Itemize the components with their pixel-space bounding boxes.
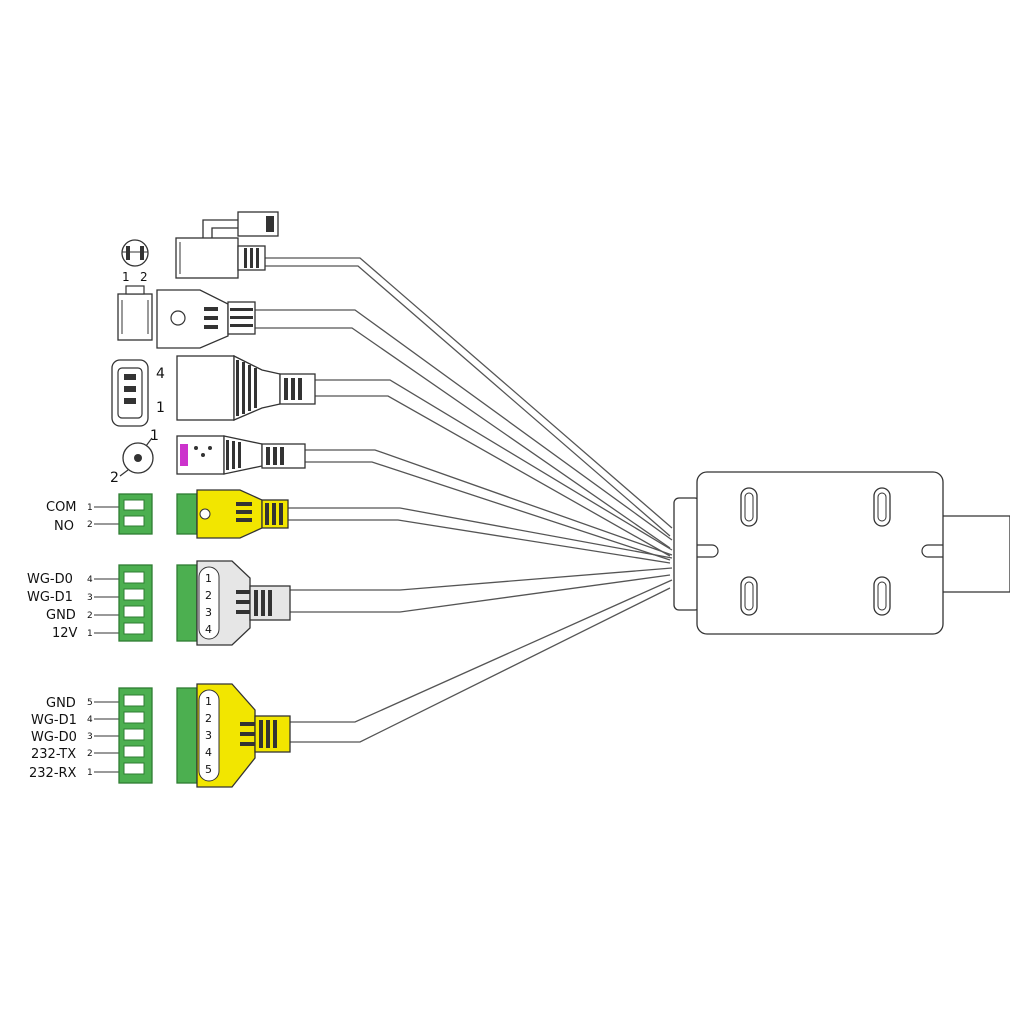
wire-relay <box>288 507 673 559</box>
serial-connector-group: GND WG-D1 WG-D0 232-TX 232-RX 5 4 3 2 1 … <box>29 683 291 788</box>
wire-audio <box>305 449 673 556</box>
rj45-jack-icon <box>117 285 153 341</box>
relay-pin-1: 1 <box>87 503 93 513</box>
power-pin-2: 2 <box>140 270 148 284</box>
usb-pin-4: 4 <box>156 366 165 382</box>
cable-housing <box>673 471 1010 635</box>
wiegand-pin-4: 4 <box>87 575 93 585</box>
serial-plug-num-4: 4 <box>205 746 212 759</box>
relay-plug <box>176 493 198 535</box>
serial-pin-4: 4 <box>87 715 93 725</box>
wire-rj45 <box>255 309 673 541</box>
rca-jack-icon <box>119 437 154 477</box>
mounting-slot <box>740 576 758 616</box>
wiegand-pin-2: 2 <box>87 611 93 621</box>
wiegand-connector-group: WG-D0 WG-D1 GND 12V 4 3 2 1 1 2 3 4 <box>27 560 291 646</box>
serial-plug <box>176 687 198 784</box>
serial-label-wg-d1: WG-D1 <box>31 713 77 728</box>
relay-pin-2: 2 <box>87 520 93 530</box>
audio-connector: 1 2 <box>110 428 306 486</box>
mounting-slot <box>740 487 758 527</box>
serial-pin-2: 2 <box>87 749 93 759</box>
wiegand-plug <box>176 564 198 642</box>
wire-serial <box>290 579 673 723</box>
wire-bundle <box>255 257 673 743</box>
dc-barrel-2pin-icon <box>121 239 149 267</box>
wiegand-label-wg-d0: WG-D0 <box>27 572 73 587</box>
mounting-slot <box>873 487 891 527</box>
rj45-connector <box>117 285 256 349</box>
mounting-slot <box>873 576 891 616</box>
wire-power <box>265 257 673 529</box>
power-connector: 1 2 <box>121 211 279 284</box>
wiegand-pin-1: 1 <box>87 629 93 639</box>
usb-connector: 4 1 <box>111 354 316 427</box>
usb-pin-1: 1 <box>156 400 165 416</box>
wiegand-label-12v: 12V <box>52 626 78 641</box>
serial-plug-num-1: 1 <box>205 695 212 708</box>
power-pin-1: 1 <box>122 270 130 284</box>
serial-pin-1: 1 <box>87 768 93 778</box>
usb-a-icon <box>111 359 149 427</box>
housing-notch <box>921 544 943 558</box>
housing-body <box>696 471 944 635</box>
wire-usb <box>315 379 673 551</box>
relay-connector-group: COM NO 1 2 <box>46 489 289 539</box>
wiegand-plug-num-2: 2 <box>205 589 212 602</box>
wiegand-plug-num-1: 1 <box>205 572 212 585</box>
wiegand-pin-3: 3 <box>87 593 93 603</box>
serial-pin-5: 5 <box>87 698 93 708</box>
relay-label-no: NO <box>54 519 74 534</box>
wiegand-label-wg-d1: WG-D1 <box>27 590 73 605</box>
housing-notch <box>697 544 719 558</box>
serial-plug-num-5: 5 <box>205 763 212 776</box>
serial-label-gnd: GND <box>46 696 76 711</box>
wiegand-plug-num-3: 3 <box>205 606 212 619</box>
serial-label-wg-d0: WG-D0 <box>31 730 77 745</box>
serial-pin-3: 3 <box>87 732 93 742</box>
housing-collar <box>673 497 701 611</box>
audio-pin-2: 2 <box>110 470 119 486</box>
serial-label-232-rx: 232-RX <box>29 766 77 781</box>
serial-plug-num-2: 2 <box>205 712 212 725</box>
wiegand-plug-num-4: 4 <box>205 623 212 636</box>
wire-wiegand <box>290 567 673 591</box>
main-cable <box>938 515 1010 593</box>
wiegand-label-gnd: GND <box>46 608 76 623</box>
serial-plug-num-3: 3 <box>205 729 212 742</box>
audio-pin-1: 1 <box>150 428 159 444</box>
relay-label-com: COM <box>46 500 77 515</box>
serial-label-232-tx: 232-TX <box>31 747 76 762</box>
